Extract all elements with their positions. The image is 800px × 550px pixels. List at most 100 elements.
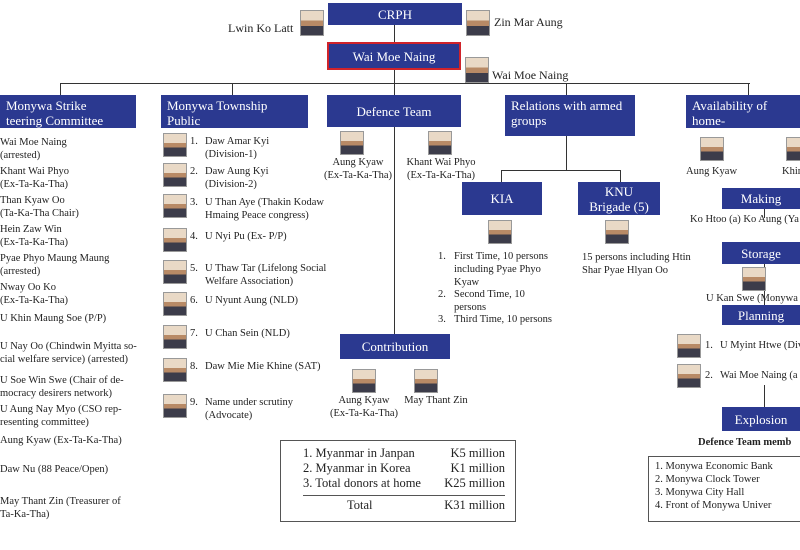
- contribution-row: 3. Total donors at home K25 million: [303, 476, 505, 491]
- kia-item-number: 3.: [438, 314, 446, 325]
- connector: [764, 385, 765, 407]
- connector: [232, 83, 233, 95]
- making-text: Ko Htoo (a) Ko Aung (Ya: [690, 214, 799, 225]
- township-body-box: Monywa Township Public Administration Bo…: [161, 95, 308, 143]
- total-label: Total: [347, 498, 373, 512]
- contribution-total-row: Total K31 million: [303, 495, 505, 513]
- lwin-ko-latt-label: Lwin Ko Latt: [228, 21, 294, 35]
- township-member-text: U Than Aye (Thakin Kodaw Hmaing Peace co…: [205, 197, 324, 221]
- planning-photo2: [677, 364, 701, 388]
- explosion-target: 1. Monywa Economic Bank: [655, 461, 773, 472]
- contribution-member2-photo: [414, 369, 438, 393]
- township-member-number: 4.: [190, 231, 198, 242]
- making-box: Making: [722, 188, 800, 209]
- planning-item-text: U Myint Htwe (Div: [720, 340, 800, 351]
- contribution-member2-label: May Thant Zin: [404, 395, 468, 406]
- township-member-text: U Nyi Pu (Ex- P/P): [205, 231, 287, 242]
- kia-item-text: First Time, 10 persons including Pyae Ph…: [454, 251, 548, 288]
- wai-moe-naing-caption: Wai Moe Naing: [492, 68, 569, 82]
- connector: [60, 83, 61, 95]
- contribution-row: 2. Myanmar in Korea K1 million: [303, 461, 505, 476]
- connector: [764, 206, 765, 218]
- township-member-photo: [163, 228, 187, 252]
- total-value: K31 million: [444, 498, 505, 512]
- bombs-person2-photo: [786, 137, 800, 161]
- strike-member: Daw Nu (88 Peace/Open): [0, 464, 109, 475]
- contribution-amount: K25 million: [444, 476, 505, 490]
- zin-mar-aung-label: Zin Mar Aung: [494, 15, 563, 29]
- contribution-member1-photo: [352, 369, 376, 393]
- township-member-number: 6.: [190, 295, 198, 306]
- township-member-text: U Thaw Tar (Lifelong Social Welfare Asso…: [205, 263, 327, 287]
- connector: [748, 83, 749, 95]
- township-member-text: U Chan Sein (NLD): [205, 328, 290, 339]
- strike-member: Khant Wai Phyo (Ex-Ta-Ka-Tha): [0, 166, 69, 190]
- lwin-ko-latt-photo: [300, 10, 324, 36]
- township-member-number: 8.: [190, 361, 198, 372]
- bombs-box: Availability of home- made bombs: [686, 95, 800, 143]
- strike-member: Nway Oo Ko (Ex-Ta-Ka-Tha): [0, 282, 69, 306]
- kia-item-number: 1.: [438, 251, 446, 262]
- kia-item-text: Third Time, 10 persons: [454, 314, 553, 325]
- defence-member2-label: Khant Wai Phyo (Ex-Ta-Ka-Tha): [406, 157, 476, 181]
- township-member-photo: [163, 394, 187, 418]
- contribution-box: Contribution: [340, 334, 450, 359]
- connector: [566, 83, 567, 95]
- connector: [501, 170, 621, 171]
- contribution-source: 3. Total donors at home: [303, 476, 421, 490]
- knu-photo: [605, 220, 629, 244]
- township-member-number: 2.: [190, 166, 198, 177]
- strike-member: Wai Moe Naing (arrested): [0, 137, 67, 161]
- kia-item-text: Second Time, 10 persons: [454, 289, 525, 313]
- strike-member: U Soe Win Swe (Chair of de- mocracy desi…: [0, 375, 124, 399]
- bombs-person1-photo: [700, 137, 724, 161]
- explosion-box: Explosion: [722, 407, 800, 431]
- bombs-person1-label: Aung Kyaw: [686, 166, 738, 177]
- township-member-text: Daw Mie Mie Khine (SAT): [205, 361, 321, 372]
- strike-member: U Nay Oo (Chindwin Myitta so- cial welfa…: [0, 341, 137, 365]
- township-member-photo: [163, 133, 187, 157]
- strike-member: U Aung Nay Myo (CSO rep- resenting commi…: [0, 404, 122, 428]
- strike-member: May Thant Zin (Treasurer of Ta-Ka-Tha): [0, 496, 121, 520]
- explosion-target: 4. Front of Monywa Univer: [655, 500, 772, 511]
- storage-box: Storage: [722, 242, 800, 264]
- kia-photo: [488, 220, 512, 244]
- contribution-source: 2. Myanmar in Korea: [303, 461, 411, 475]
- knu-text: 15 persons including Htin Shar Pyae Hlya…: [582, 252, 691, 276]
- strike-member: Pyae Phyo Maung Maung (arrested): [0, 253, 110, 277]
- connector: [566, 136, 567, 170]
- defence-member1-photo: [340, 131, 364, 155]
- kia-item-number: 2.: [438, 289, 446, 300]
- connector: [620, 170, 621, 182]
- township-member-number: 5.: [190, 263, 198, 274]
- contribution-amount: K5 million: [450, 446, 505, 460]
- zin-mar-aung-photo: [466, 10, 490, 36]
- township-member-number: 1.: [190, 136, 198, 147]
- township-member-text: U Nyunt Aung (NLD): [205, 295, 299, 306]
- township-member-photo: [163, 260, 187, 284]
- wai-moe-naing-box: Wai Moe Naing: [327, 42, 461, 70]
- strike-member: Aung Kyaw (Ex-Ta-Ka-Tha): [0, 435, 122, 446]
- contribution-amount: K1 million: [450, 461, 505, 475]
- strike-member: Hein Zaw Win (Ex-Ta-Ka-Tha): [0, 224, 69, 248]
- defence-member2-photo: [428, 131, 452, 155]
- township-member-photo: [163, 194, 187, 218]
- planning-item-number: 1.: [705, 340, 713, 351]
- township-member-number: 3.: [190, 197, 198, 208]
- connector: [394, 24, 395, 42]
- township-member-number: 7.: [190, 328, 198, 339]
- connector: [60, 83, 750, 84]
- crph-box: CRPH: [328, 3, 462, 25]
- knu-box: KNU Brigade (5): [578, 182, 660, 215]
- planning-item-text: Wai Moe Naing (a: [720, 370, 798, 381]
- township-member-text: Daw Amar Kyi (Division-1): [205, 136, 270, 160]
- connector: [501, 170, 502, 182]
- connector: [394, 70, 395, 95]
- defence-team-members-label: Defence Team memb: [698, 437, 792, 448]
- bombs-person2-label: Khin: [782, 166, 800, 177]
- strike-member: Than Kyaw Oo (Ta-Ka-Tha Chair): [0, 195, 79, 219]
- planning-item-number: 2.: [705, 370, 713, 381]
